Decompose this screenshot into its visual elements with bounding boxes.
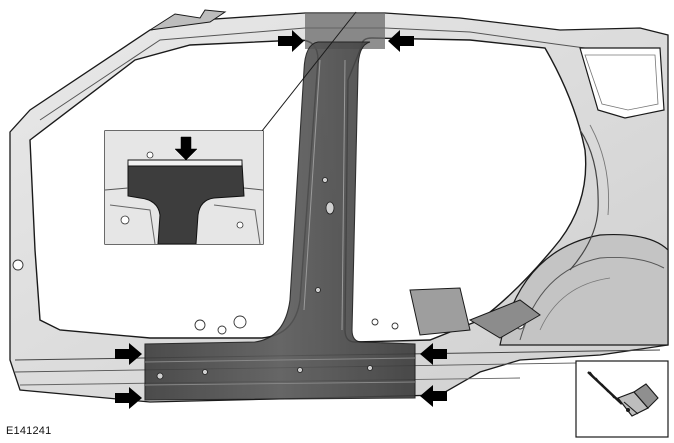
location-arrows [115, 30, 447, 409]
inset-arrow-icon [174, 136, 198, 161]
arrow-right-icon [115, 387, 142, 409]
b-pillar-highlight [144, 13, 416, 401]
inset-leader-line [261, 11, 357, 132]
arrow-left-icon [420, 343, 447, 365]
drill-tool-icon [575, 360, 669, 438]
arrow-left-icon [420, 385, 447, 407]
arrow-left-icon [388, 30, 414, 52]
arrow-right-icon [278, 30, 304, 52]
arrow-right-icon [115, 343, 142, 365]
figure-reference-code: E141241 [6, 425, 52, 437]
detail-inset [104, 130, 264, 245]
